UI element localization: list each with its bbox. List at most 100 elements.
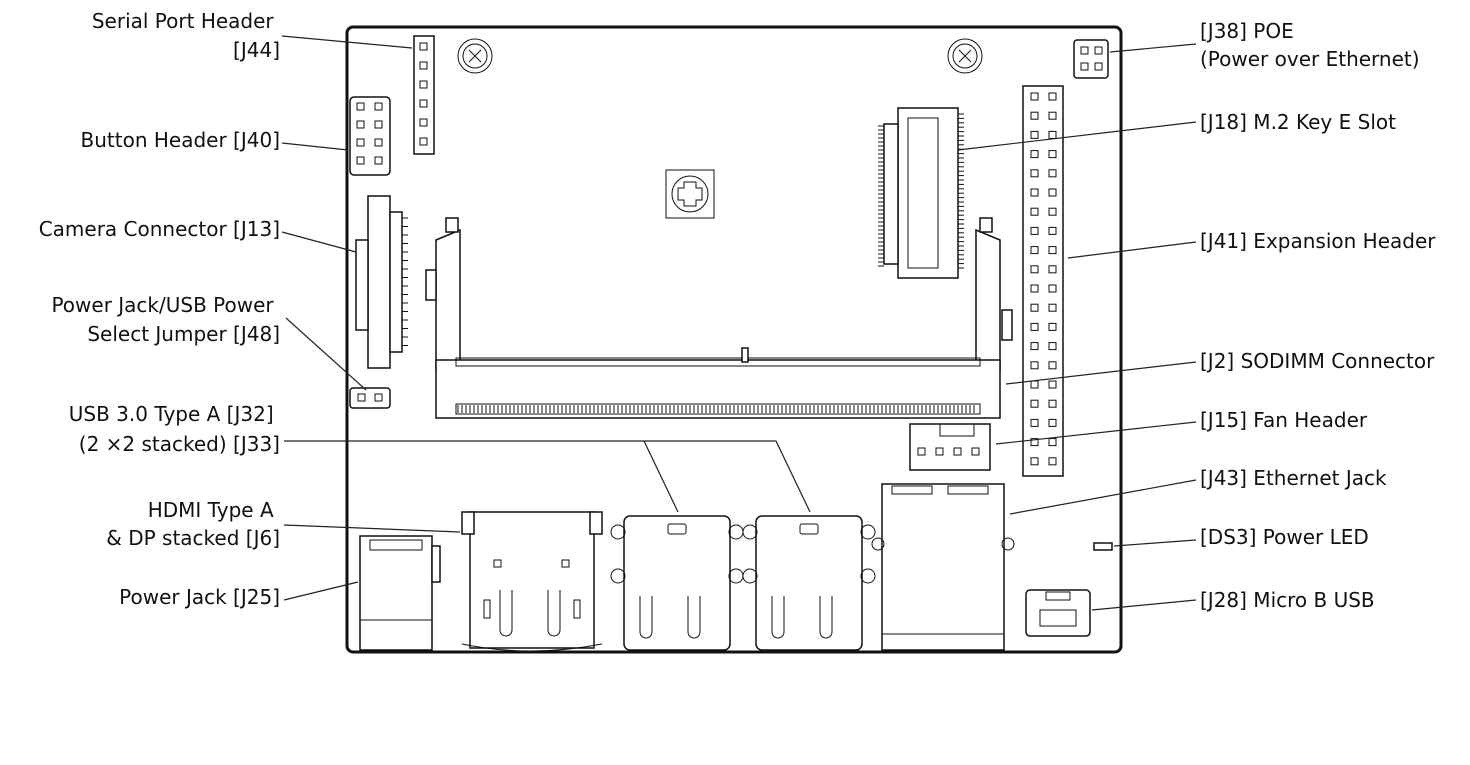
svg-text:USB 3.0 Type A [J32] (2: USB 3.0 Type A [J32] (2 ×2 stacked) [J33… [69,402,280,456]
label-j25: Power Jack [J25] [119,585,280,609]
left-labels: Serial Port Header [J44] Button Header [… [39,9,280,609]
header-pin [1030,246,1039,255]
mounting-hole [457,38,493,74]
header-pin [1048,150,1057,159]
header-pin [1048,380,1057,389]
header-pin [1030,130,1039,139]
serial-port-header-j44 [413,35,435,155]
label-j48-line2: Select Jumper [J48] [87,322,280,346]
ethernet-jack-j43 [871,483,1015,651]
label-j18: [J18] M.2 Key E Slot [1200,110,1396,134]
header-pin [1048,265,1057,274]
header-pin [1048,226,1057,235]
label-j38-line1: [J38] POE [1200,19,1294,43]
header-pin [1030,380,1039,389]
header-pin [1048,361,1057,370]
poe-header-j38 [1073,39,1109,79]
header-pin [1030,418,1039,427]
usb-connector-j33 [742,515,876,651]
svg-text:Button Header [J40]: Button Header [J40] [81,128,280,152]
leader-j41 [1067,241,1197,259]
header-pin [1048,322,1057,331]
label-j28: [J28] Micro B USB [1200,588,1375,612]
right-labels: [J38] POE (Power over Ethernet) [J18] M.… [1200,19,1436,612]
header-pin [1030,92,1039,101]
fan-header-j15 [909,423,991,471]
svg-text:[J18] M.2 Key E Slot: [J18] M.2 Key E Slot [1200,110,1396,134]
header-pin [1048,207,1057,216]
header-pin [1030,399,1039,408]
header-pin [356,156,365,165]
header-pin [1030,438,1039,447]
leader-j13 [281,231,357,253]
header-pin [1048,438,1057,447]
svg-text:[J38] POE (Power over E: [J38] POE (Power over Ethernet) [1200,19,1420,71]
leader-ds3 [1113,539,1197,547]
header-pin [419,61,428,70]
leader-j38 [1109,43,1197,53]
leader-j28 [1091,599,1197,611]
header-pin [419,42,428,51]
power-jack-j25 [359,535,441,651]
svg-text:[J15] Fan Header: [J15] Fan Header [1200,408,1368,432]
header-pin [419,80,428,89]
label-ds3: [DS3] Power LED [1200,525,1369,549]
svg-text:[J28] Micro B USB: [J28] Micro B USB [1200,588,1375,612]
label-j32-line1: USB 3.0 Type A [J32] [69,402,274,426]
label-j2: [J2] SODIMM Connector [1200,349,1435,373]
svg-text:HDMI Type A & DP stacked: HDMI Type A & DP stacked [J6] [106,498,280,550]
header-pin [356,120,365,129]
header-pin [356,102,365,111]
header-pin [1048,169,1057,178]
header-pin [374,156,383,165]
header-pin [1030,150,1039,159]
header-pin [374,138,383,147]
camera-connector-j13 [355,195,408,369]
header-pin [419,118,428,127]
header-pin [1048,92,1057,101]
leader-j6 [283,524,461,533]
header-pin [1030,342,1039,351]
label-j6-line2: & DP stacked [J6] [106,526,280,550]
leader-j25 [283,581,359,601]
label-j40: Button Header [J40] [81,128,280,152]
m2-slot-j18 [878,107,964,279]
header-pin [1030,361,1039,370]
leader-j18 [957,121,1197,151]
hdmi-dp-connector-j6 [461,511,603,652]
header-pin [1030,457,1039,466]
svg-text:[J2] SODIMM Connector: [J2] SODIMM Connector [1200,349,1435,373]
label-j44-line1: Serial Port Header [92,9,275,33]
header-pin [1030,111,1039,120]
leader-j44 [281,35,413,49]
header-pin [1030,303,1039,312]
header-pin [1030,207,1039,216]
header-pin [419,137,428,146]
button-header-j40 [349,96,391,176]
header-pin [1048,399,1057,408]
label-j44-line2: [J44] [233,38,280,62]
header-pin [1030,265,1039,274]
svg-text:[J41] Expansion Header: [J41] Expansion Header [1200,229,1436,253]
leader-lines [281,35,1197,611]
svg-text:Power Jack [J25]: Power Jack [J25] [119,585,280,609]
header-pin [1030,322,1039,331]
label-j41: [J41] Expansion Header [1200,229,1436,253]
header-pin [1030,188,1039,197]
svg-text:[DS3] Power LED: [DS3] Power LED [1200,525,1369,549]
label-j43: [J43] Ethernet Jack [1200,466,1387,490]
expansion-header-j41 [1022,85,1064,477]
label-j13: Camera Connector [J13] [39,217,280,241]
label-j38-line2: (Power over Ethernet) [1200,47,1420,71]
header-pin [374,102,383,111]
svg-text:Power Jack/USB Power Sel: Power Jack/USB Power Select Jumper [J48] [51,293,280,346]
header-pin [356,138,365,147]
label-j15: [J15] Fan Header [1200,408,1368,432]
header-pin [1030,226,1039,235]
leader-j2 [1005,361,1197,385]
sodimm-connector-j2 [425,217,1013,419]
micro-usb-j28 [1025,589,1091,637]
header-pin [419,99,428,108]
label-j32-line2: (2 ×2 stacked) [J33] [79,432,280,456]
